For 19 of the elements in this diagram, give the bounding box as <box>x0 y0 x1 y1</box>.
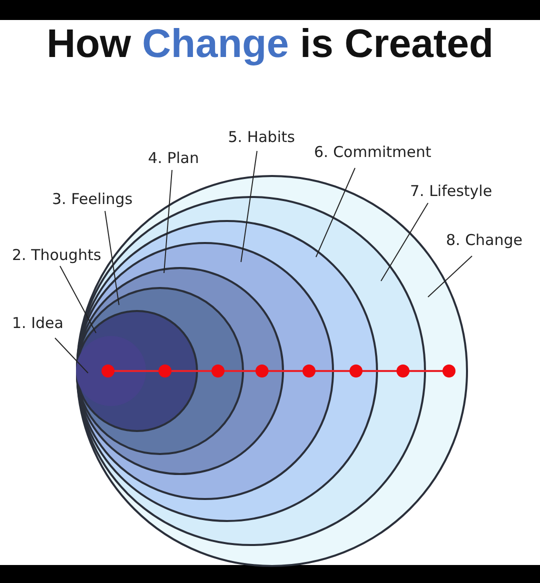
stage-label: 6. Commitment <box>314 143 432 161</box>
leader-line <box>54 338 88 374</box>
leader-line <box>240 150 258 262</box>
leader-line <box>380 202 428 282</box>
stage-label: 2. Thoughts <box>12 246 102 264</box>
stage-label: 8. Change <box>446 231 523 249</box>
stage-label: 1. Idea <box>12 314 64 332</box>
title: How Change is Created <box>46 22 494 67</box>
stage-circle <box>76 310 198 432</box>
leader-line <box>164 170 172 274</box>
stage-label: 5. Habits <box>228 128 295 146</box>
stage-label: 3. Feelings <box>52 190 133 208</box>
leader-line <box>316 168 356 258</box>
leader-line <box>60 266 96 334</box>
leader-line <box>428 256 472 298</box>
stage-label: 4. Plan <box>148 149 199 167</box>
stage-label: 7. Lifestyle <box>410 182 492 200</box>
stage-circle <box>76 336 146 406</box>
stage-circle <box>76 287 244 455</box>
